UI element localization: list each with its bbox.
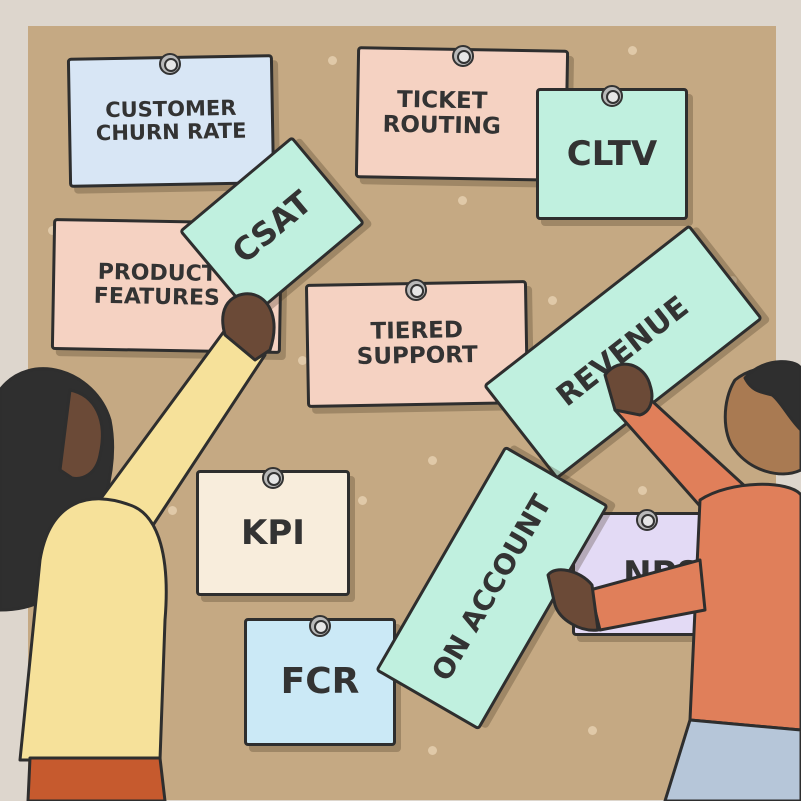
note-kpi[interactable]: KPI <box>196 467 350 596</box>
note-nps[interactable]: NPS <box>572 509 722 636</box>
note-label: CSAT <box>224 182 319 271</box>
pushpin-icon <box>158 52 182 76</box>
pushpin-icon <box>309 615 331 637</box>
pushpin-icon <box>451 44 475 68</box>
note-label: CUSTOMER CHURN RATE <box>95 96 247 146</box>
pushpin-icon <box>262 467 284 489</box>
pushpin-icon <box>636 509 658 531</box>
note-label: CLTV <box>566 133 658 174</box>
note-label: TICKET ROUTING <box>382 87 502 140</box>
note-customer-churn-rate[interactable]: CUSTOMER CHURN RATE <box>66 52 276 188</box>
note-label: NPS <box>623 553 701 594</box>
note-label: FCR <box>280 660 360 702</box>
note-label: TIERED SUPPORT <box>356 317 478 371</box>
note-fcr[interactable]: FCR <box>244 615 396 746</box>
note-cltv[interactable]: CLTV <box>536 85 688 220</box>
pushpin-icon <box>404 278 428 302</box>
note-label: KPI <box>241 512 305 553</box>
pushpin-icon <box>601 85 623 107</box>
